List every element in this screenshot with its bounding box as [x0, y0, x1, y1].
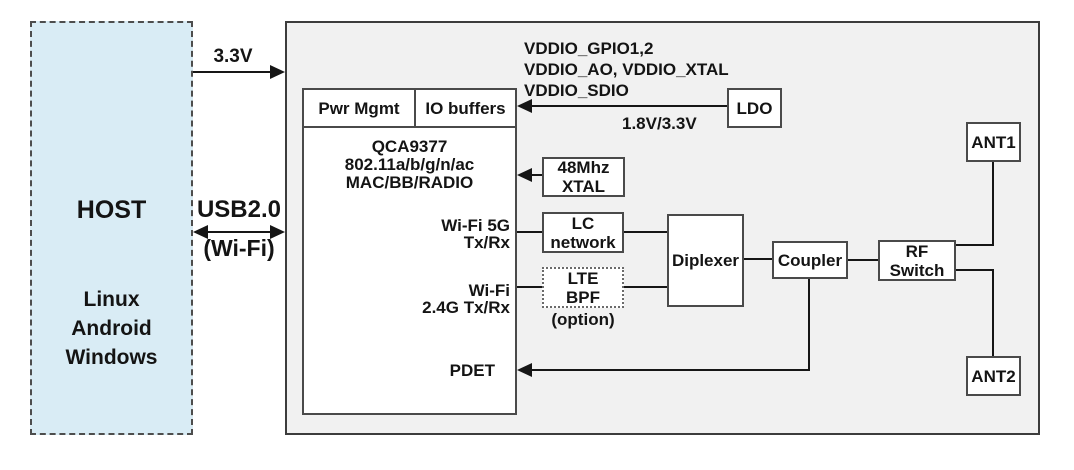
wire-coupler-down [808, 279, 810, 371]
xtal-wire [530, 174, 544, 176]
wire-pdet [530, 369, 810, 371]
pdet-arrowhead-icon [517, 363, 532, 377]
wire-rfswitch-to-ant1 [956, 244, 994, 246]
chip-function: MAC/BB/RADIO [345, 173, 474, 192]
wire-ant2-vertical [992, 269, 994, 356]
io-buffers-box: IO buffers [414, 88, 517, 128]
wire-lte-to-diplexer [624, 286, 667, 288]
coupler-box: Coupler [772, 241, 848, 279]
vddio-line-1: VDDIO_GPIO1,2 [524, 39, 654, 58]
rf-switch-box: RF Switch [878, 240, 956, 281]
usb-label: USB2.0 [196, 196, 282, 223]
wire-5g-to-lc [517, 231, 542, 233]
usb-arrowhead-right-icon [270, 225, 285, 239]
chip-port-wifi-24g: Wi-Fi 2.4G Tx/Rx [422, 281, 510, 317]
power-rail-arrowhead-icon [270, 65, 285, 79]
lc-network-box: LC network [542, 212, 624, 253]
host-os-linux: Linux [83, 288, 140, 311]
chip-name-block: QCA9377 802.11a/b/g/n/ac MAC/BB/RADIO [304, 138, 515, 192]
host-title: HOST [76, 196, 147, 224]
ldo-arrowhead-icon [517, 99, 532, 113]
ant1-box: ANT1 [966, 122, 1021, 162]
ldo-box: LDO [727, 88, 782, 128]
host-os-android: Android [71, 317, 152, 340]
diplexer-box: Diplexer [667, 214, 744, 307]
chip-name: QCA9377 [371, 137, 448, 156]
ldo-wire [530, 105, 727, 107]
chip-port-wifi-5g: Wi-Fi 5G Tx/Rx [441, 216, 510, 252]
wire-diplexer-to-coupler [744, 258, 772, 260]
wire-rfswitch-to-ant2 [956, 269, 994, 271]
usb-wire [206, 231, 272, 233]
wire-ant1-vertical [992, 162, 994, 246]
wire-coupler-to-rfswitch [848, 259, 878, 261]
host-box: HOST Linux Android Windows [30, 21, 193, 435]
usb-sublabel: (Wi-Fi) [203, 235, 275, 261]
host-os-windows: Windows [65, 346, 158, 369]
power-rail-label: 3.3V [213, 46, 253, 67]
lte-bpf-box: LTE BPF [542, 267, 624, 308]
power-rail-wire [193, 71, 272, 73]
pwr-mgmt-box: Pwr Mgmt [302, 88, 416, 128]
xtal-arrowhead-icon [517, 168, 532, 182]
qca9377-chip-box: QCA9377 802.11a/b/g/n/ac MAC/BB/RADIO Wi… [302, 88, 517, 415]
ant2-box: ANT2 [966, 356, 1021, 396]
vddio-line-2: VDDIO_AO, VDDIO_XTAL [524, 60, 729, 79]
host-os-list: Linux Android Windows [32, 285, 191, 372]
xtal-box: 48Mhz XTAL [542, 157, 625, 197]
chip-standard: 802.11a/b/g/n/ac [344, 155, 475, 174]
chip-port-pdet: PDET [449, 361, 495, 380]
ldo-voltage-label: 1.8V/3.3V [622, 114, 697, 133]
lte-option-label: (option) [551, 310, 615, 329]
wire-lc-to-diplexer [624, 231, 667, 233]
vddio-line-3: VDDIO_SDIO [524, 81, 629, 100]
usb-arrowhead-left-icon [193, 225, 208, 239]
wire-24g-to-lte [517, 286, 542, 288]
vddio-labels: VDDIO_GPIO1,2 VDDIO_AO, VDDIO_XTAL VDDIO… [524, 38, 729, 101]
